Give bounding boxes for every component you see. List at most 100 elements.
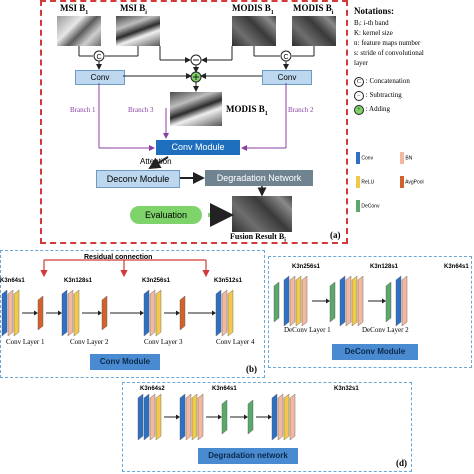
add-legend-icon: + [354,105,364,115]
relu-layer [295,275,302,327]
bn-layer [149,393,156,441]
flow-arrowhead [212,310,216,316]
conv-layer [215,289,222,337]
bn-layer [67,289,74,337]
legend-deconv: DeConv [356,200,379,212]
deconv-layer [221,399,228,435]
modis-b1-image [232,16,276,46]
msi-bi-label: MSI Bi [120,3,147,16]
relu-layer [13,289,20,337]
conv-layer-2-label: Conv Layer 2 [70,338,109,346]
subtract-legend-icon: − [354,91,364,101]
modis-b1-label: MODIS B1 [232,3,274,16]
conv-layer [143,393,150,441]
legend-concat: C : Concatenation [354,74,472,88]
conv-layer [283,275,290,327]
kernel-label-c3: K3n64s1 [444,264,469,270]
bn-layer [197,393,204,441]
legend-subtract: − : Subtracting [354,88,472,102]
conv-module-title: Conv Module [90,354,160,370]
deconv-layer-1-label: DeConv Layer 1 [284,326,331,334]
relu-layer [73,289,80,337]
legend-avgpool: AvgPool [400,176,424,188]
msi-b1-image [57,16,101,46]
relu-layer [155,289,162,337]
conv-left-block: Conv [75,70,125,85]
conv-layer-1-label: Conv Layer 1 [6,338,45,346]
bn-layer [301,275,308,327]
deconv-swatch [356,200,360,212]
modis-center-image [170,92,222,126]
kernel-label-b2: K3n128s1 [64,278,93,284]
layer-legend: Conv BN ReLU AvgPool DeConv [356,152,468,222]
svg-text:C: C [284,54,289,61]
avgpool-layer [101,295,108,331]
panel-c-drawing [273,275,408,327]
msi-b1-label: MSI B1 [60,3,89,16]
degradation-network-title: Degradation network [198,448,298,464]
panel-a-label: (a) [330,230,341,240]
fusion-result-label: Fusion Result Bi [230,232,286,244]
notation-line: n: feature maps number [354,39,421,47]
conv-layer [395,275,402,327]
kernel-label-d2: K3n64s1 [212,386,237,392]
panel-c-frame [268,256,472,368]
relu-layer [283,393,290,441]
notations-title: Notations: [354,6,394,16]
conv-right-block: Conv [262,70,312,85]
conv-module-block: Conv Module [156,140,240,155]
panel-d-label: (d) [396,458,407,468]
panel-b-label: (b) [246,364,257,374]
relu-layer [191,393,198,441]
deconv-module-block: Deconv Module [96,170,180,188]
legend-conv: Conv [356,152,373,164]
kernel-label-d1: K3n64s2 [140,386,165,392]
deconv-layer [329,281,336,323]
kernel-label-c2: K3n128s1 [370,264,399,270]
branch3-label: Branch 3 [128,106,154,114]
avgpool-layer [37,295,44,331]
flow-arrowhead [98,310,102,316]
bn-layer [221,289,228,337]
bn-layer [289,393,296,441]
flow-arrowhead [176,310,180,316]
panel-a-frame [40,0,348,244]
modis-bi-image [292,16,336,46]
notation-line: s: stride of convolutional [354,49,424,57]
modis-center-label: MODIS B1 [226,104,268,117]
flow-arrowhead [244,414,248,420]
concat-legend-icon: C [354,77,364,87]
notation-line: layer [354,59,368,67]
msi-bi-image [116,16,160,46]
conv-layer [143,289,150,337]
relu-layer [351,275,358,327]
avgpool-layer [179,295,186,331]
conv-layer-4-label: Conv Layer 4 [216,338,255,346]
degradation-network-block: Degradation Network [205,170,313,186]
relu-layer [227,289,234,337]
panel-b-drawing [1,259,234,337]
conv-layer [271,393,278,441]
bn-layer [289,275,296,327]
legend-bn: BN [400,152,412,164]
svg-text:C: C [97,54,102,61]
conv-layer [1,289,8,337]
notation-line: K: kernel size [354,29,393,37]
panel-d-frame [122,382,412,472]
flow-arrowhead [34,310,38,316]
panel-d-drawing [137,393,296,441]
panel-b-frame [0,250,265,378]
flow-arrowhead [176,414,180,420]
bn-layer [7,289,14,337]
flow-arrowhead [268,414,272,420]
kernel-label-b3: K3n256s1 [142,278,171,284]
bn-layer [345,275,352,327]
bn-layer [149,289,156,337]
bn-layer [357,275,364,327]
deconv-layer [247,399,254,435]
bn-layer [401,275,408,327]
residual-label: Residual connection [84,254,153,261]
bn-swatch [400,152,404,164]
conv-layer [179,393,186,441]
relu-layer [155,393,162,441]
